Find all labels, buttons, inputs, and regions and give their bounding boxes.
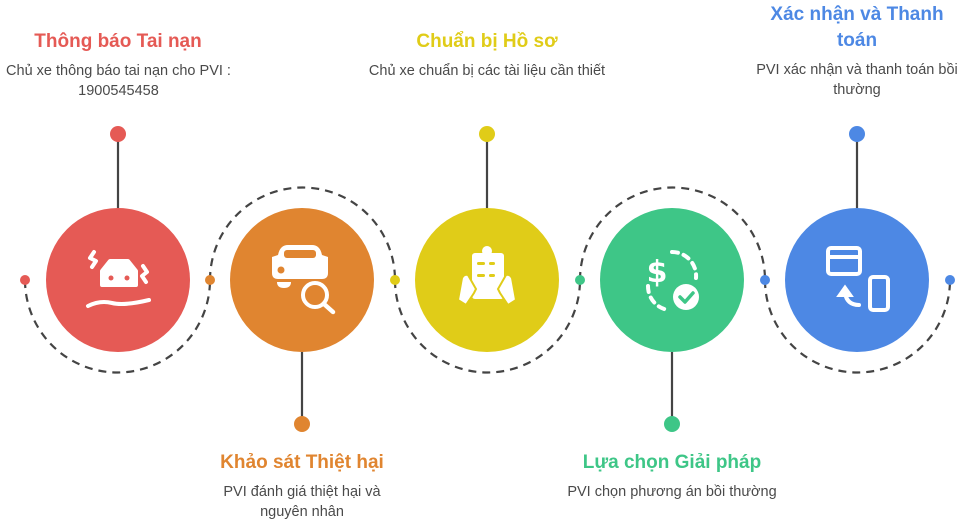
car-search-icon [272,245,336,315]
step-1-label: Thông báo Tai nạn Chủ xe thông báo tai n… [0,29,238,101]
step-description: PVI đánh giá thiệt hại và nguyên nhân [223,484,381,520]
step-description: Chủ xe thông báo tai nạn cho PVI : 19005… [6,63,231,99]
step-description: PVI xác nhận và thanh toán bồi thường [756,62,958,98]
small-dots [20,275,955,285]
card-phone-payment-icon [826,246,890,312]
step-description: Chủ xe chuẩn bị các tài liệu cần thiết [368,63,606,79]
step-2-label: Khảo sát Thiệt hại PVI đánh giá thiệt hạ… [182,450,422,522]
step-circle-5 [785,208,929,352]
leader-lines [116,134,859,424]
step-title: Lựa chọn Giải pháp [582,452,762,473]
step-title: Thông báo Tai nạn [34,31,202,52]
step-circle-4 [600,208,744,352]
endpoint-dots [110,126,865,432]
step-3-label: Chuẩn bị Hồ sơ Chủ xe chuẩn bị các tài l… [367,29,607,81]
step-circle-2 [230,208,374,352]
car-skid-icon [86,250,151,308]
step-title: Khảo sát Thiệt hại [220,452,384,473]
clipboard-hands-icon [456,246,518,307]
dashed-connector [23,186,952,374]
step-title: Xác nhận và Thanh toán [770,4,944,51]
step-title: Chuẩn bị Hồ sơ [416,31,558,52]
step-4-label: Lựa chọn Giải pháp PVI chọn phương án bồ… [552,450,792,502]
dollar-check-icon: $ [645,249,699,312]
svg-text:$: $ [647,255,668,290]
step-description: PVI chọn phương án bồi thường [567,484,777,500]
step-5-label: Xác nhận và Thanh toán PVI xác nhận và t… [737,2,976,100]
